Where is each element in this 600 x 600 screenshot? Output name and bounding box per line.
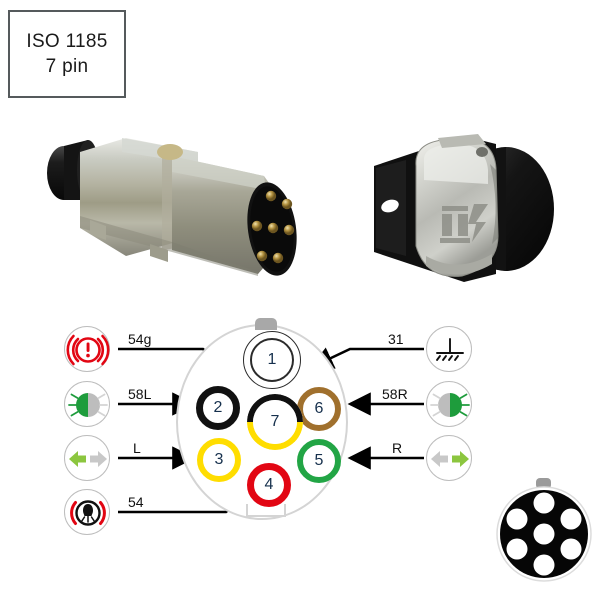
label-58L: 58L [128,386,152,402]
pin-2-number: 2 [213,399,223,416]
label-31: 31 [388,331,404,347]
pin-1-number: 1 [267,351,277,368]
pin-6-number: 6 [314,400,324,417]
pin-5[interactable]: 5 [297,439,341,483]
pin-4[interactable]: 4 [247,463,291,507]
title-standard: ISO 1185 [26,31,108,52]
connector-key-notch-icon [246,504,286,517]
photo-socket [346,114,574,302]
left-indicator-icon [64,435,110,481]
label-R: R [392,440,403,456]
title-box: ISO 1185 7 pin [8,10,126,98]
label-54g: 54g [128,331,152,347]
photo-plug [22,116,322,300]
brake-light-icon [64,489,110,535]
right-indicator-icon [426,435,472,481]
ground-icon [426,326,472,372]
right-marker-light-icon [426,381,472,427]
label-54: 54 [128,494,144,510]
pin-4-number: 4 [264,476,274,493]
pin-5-number: 5 [314,452,324,469]
pin-1[interactable]: 1 [243,331,301,389]
label-58R: 58R [382,386,408,402]
pin-7-center [253,400,297,444]
pin-pattern-icon [494,478,594,582]
pin-1-outer-ring [243,331,301,389]
pin-3[interactable]: 3 [197,438,241,482]
pin-2[interactable]: 2 [196,386,240,430]
title-pin-count: 7 pin [45,56,89,77]
connector-key-tab-icon [255,318,277,330]
label-L: L [133,440,141,456]
pin-3-number: 3 [214,451,224,468]
pin-6[interactable]: 6 [297,387,341,431]
pin-7-number: 7 [270,413,280,430]
warning-brake-icon [64,326,110,372]
pin-7[interactable]: 7 [247,394,303,450]
left-marker-light-icon [64,381,110,427]
